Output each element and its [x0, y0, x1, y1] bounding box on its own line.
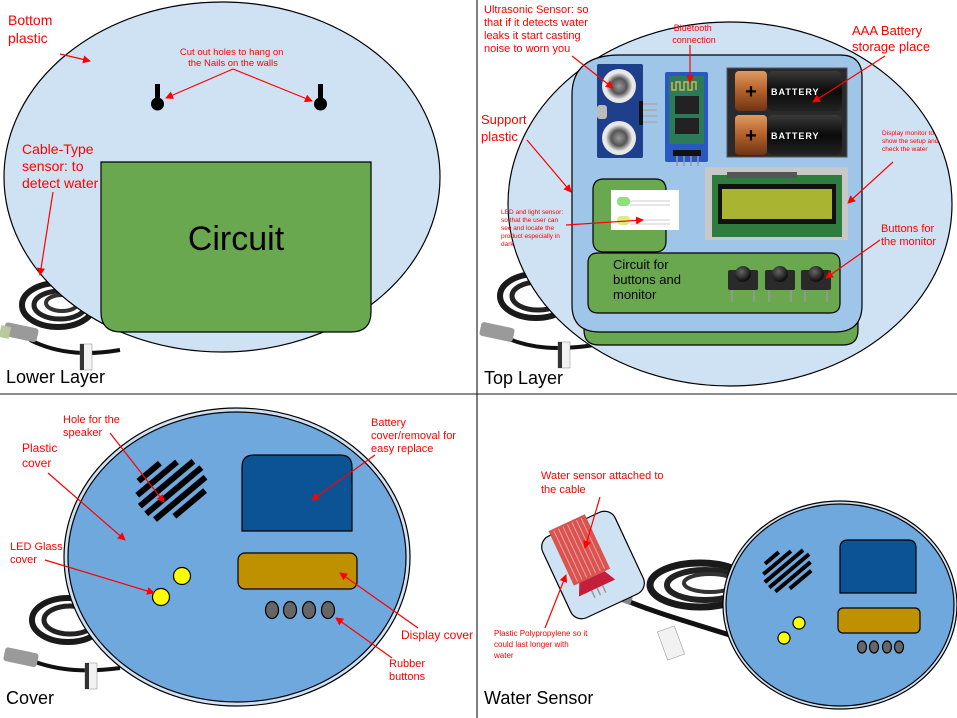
polypropylene-arrow: [544, 574, 568, 629]
support-plastic-arrow: [526, 139, 572, 193]
panel-title-water-sensor: Water Sensor: [484, 688, 593, 708]
water-sensor-attached-label: Water sensor attached to the cable: [541, 470, 667, 496]
rubber-buttons-label: Rubber buttons: [389, 658, 428, 683]
battery-cover: [241, 454, 353, 532]
plastic-cover-arrow: [47, 472, 126, 541]
led-glass-label: LED Glass cover: [10, 541, 66, 566]
speaker-hole-arrow: [109, 432, 165, 503]
mini-speaker-grille-icon: [762, 548, 813, 594]
display-cover: [237, 552, 358, 590]
led-sensor-label: LED and light sensor: so that the user c…: [501, 209, 565, 248]
polypropylene-label: Plastic Polypropylene so it could last l…: [493, 629, 590, 660]
svg-text:BATTERY: BATTERY: [771, 87, 820, 97]
panel-top-layer: + BATTERY + BATTERY: [479, 4, 953, 388]
panel-title-top-layer: Top Layer: [484, 368, 563, 388]
led-glass-1: [172, 566, 192, 586]
keyhole-right-icon: [314, 84, 327, 111]
battery-1: + BATTERY: [735, 71, 842, 111]
battery-cover-label: Battery cover/removal for easy replace: [371, 417, 459, 455]
display-cover-arrow: [339, 572, 419, 629]
tactile-button-3: [801, 266, 831, 302]
aaa-battery-holder-image: + BATTERY + BATTERY: [726, 67, 848, 158]
bluetooth-module-image: [665, 72, 708, 166]
cut-out-arrow-left: [165, 68, 234, 99]
battery-storage-label: AAA Battery storage place: [852, 23, 930, 54]
svg-text:+: +: [745, 125, 757, 147]
speaker-grille-icon: [135, 458, 208, 522]
mini-display-cover: [837, 607, 921, 634]
tactile-button-2: [765, 266, 795, 302]
cut-out-holes-label: Cut out holes to hang on the Nails on th…: [180, 47, 286, 69]
rubber-button-4: [320, 600, 336, 620]
display-monitor-arrow: [847, 161, 894, 204]
circuit-label: Circuit: [188, 220, 285, 258]
panel-cover: Hole for the speaker Plastic cover Batte…: [3, 407, 473, 708]
display-monitor-label: Display monitor to show the setup and ch…: [882, 130, 940, 153]
mini-rubber-button-3: [881, 640, 893, 654]
circuit-board: [100, 161, 372, 333]
water-sensor-board-image: [548, 514, 616, 599]
bottom-plastic-arrow: [59, 53, 91, 64]
panel-lower-layer: Circuit Bottom plastic Cut out holes to …: [0, 1, 441, 387]
buttons-circuit-label: Circuit for buttons and monitor: [613, 257, 685, 302]
cable-sensor-arrow: [37, 191, 54, 276]
bottom-plastic-label: Bottom plastic: [8, 12, 56, 46]
led-glass-2: [151, 587, 171, 607]
led-sensor-arrow: [565, 216, 644, 226]
lcd-display-image: [705, 167, 848, 240]
plastic-cover-label: Plastic cover: [22, 441, 61, 470]
support-plastic-label: Support plastic: [481, 112, 530, 144]
water-sensor-attached-arrow: [583, 496, 601, 549]
mini-cover-shape: [725, 503, 955, 707]
ultrasonic-label: Ultrasonic Sensor: so that if it detects…: [484, 4, 592, 55]
battery-cover-arrow: [311, 454, 376, 501]
display-cover-label: Display cover: [401, 628, 473, 642]
mini-rubber-button-4: [893, 640, 905, 654]
rubber-buttons-arrow: [335, 617, 393, 659]
buttons-monitor-arrow: [825, 239, 881, 279]
keyhole-left-icon: [151, 84, 164, 111]
rubber-button-2: [282, 600, 298, 620]
battery-2: + BATTERY: [735, 115, 842, 155]
panel-title-cover: Cover: [6, 688, 54, 708]
mini-rubber-button-1: [856, 640, 868, 654]
speaker-hole-label: Hole for the speaker: [63, 414, 123, 439]
led-image: [611, 190, 679, 230]
battery-storage-arrow: [812, 55, 886, 103]
mini-led-1: [792, 616, 806, 630]
panel-title-lower-layer: Lower Layer: [6, 367, 105, 387]
tactile-button-1: [728, 266, 758, 302]
mini-rubber-button-2: [868, 640, 880, 654]
cut-out-arrow-right: [232, 68, 313, 103]
rubber-button-3: [301, 600, 317, 620]
svg-text:BATTERY: BATTERY: [771, 131, 820, 141]
svg-text:+: +: [745, 81, 757, 103]
mini-battery-cover: [839, 539, 917, 594]
buttons-monitor-label: Buttons for the monitor: [881, 223, 937, 248]
rubber-button-1: [264, 600, 280, 620]
panel-water-sensor: Water sensor attached to the cable Plast…: [484, 470, 957, 710]
led-glass-arrow: [44, 559, 155, 595]
mini-led-2: [777, 631, 791, 645]
bluetooth-label: Bluetooth connection: [672, 23, 716, 45]
cable-sensor-label: Cable-Type sensor: to detect water: [22, 141, 99, 191]
ultrasonic-arrow: [571, 55, 614, 89]
